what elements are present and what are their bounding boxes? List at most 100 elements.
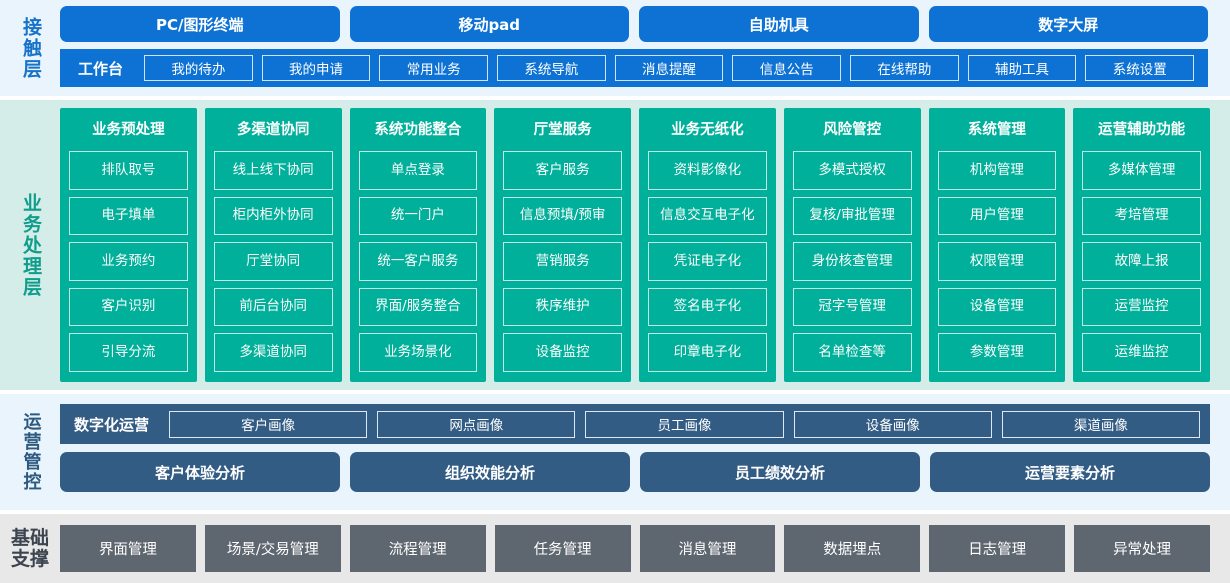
workbench-title: 工作台 xyxy=(78,59,124,78)
column-title: 风险管控 xyxy=(823,122,882,138)
business-layer: 业务处理层 业务预处理 排队取号 电子填单 业务预约 客户识别 引导分流 多渠道… xyxy=(0,100,1230,390)
business-item[interactable]: 引导分流 xyxy=(69,333,188,372)
business-item[interactable]: 信息交互电子化 xyxy=(648,196,767,236)
business-column-multichannel: 多渠道协同 线上线下协同 柜内柜外协同 厅堂协同 前后台协同 多渠道协同 xyxy=(204,108,342,382)
column-title: 厅堂服务 xyxy=(533,122,592,138)
business-column-paperless: 业务无纸化 资料影像化 信息交互电子化 凭证电子化 签名电子化 印章电子化 xyxy=(639,108,776,382)
analysis-row: 客户体验分析 组织效能分析 员工绩效分析 运营要素分析 xyxy=(60,452,1210,492)
portrait-employee[interactable]: 员工画像 xyxy=(585,410,784,438)
business-item[interactable]: 签名电子化 xyxy=(648,287,767,327)
analysis-org-efficiency[interactable]: 组织效能分析 xyxy=(350,452,630,492)
foundation-layer: 基础支撑 界面管理 场景/交易管理 流程管理 任务管理 消息管理 数据埋点 日志… xyxy=(0,514,1230,583)
business-item[interactable]: 考培管理 xyxy=(1082,196,1201,236)
channel-mobile-pad[interactable]: 移动pad xyxy=(349,6,629,42)
portrait-device[interactable]: 设备画像 xyxy=(793,410,992,438)
workbench-bar: 工作台 我的待办 我的申请 常用业务 系统导航 消息提醒 信息公告 在线帮助 辅… xyxy=(60,49,1208,87)
business-item[interactable]: 客户服务 xyxy=(503,151,622,190)
business-item[interactable]: 多模式授权 xyxy=(792,151,912,190)
business-item[interactable]: 机构管理 xyxy=(937,151,1057,190)
foundation-layer-body: 界面管理 场景/交易管理 流程管理 任务管理 消息管理 数据埋点 日志管理 异常… xyxy=(60,514,1230,583)
business-item[interactable]: 统一客户服务 xyxy=(358,242,478,281)
business-item[interactable]: 信息预填/预审 xyxy=(503,196,622,236)
column-title: 系统功能整合 xyxy=(374,122,462,138)
business-item[interactable]: 界面/服务整合 xyxy=(358,287,478,327)
analysis-employee-performance[interactable]: 员工绩效分析 xyxy=(640,452,920,492)
column-title: 业务无纸化 xyxy=(671,122,744,138)
channel-digital-screen[interactable]: 数字大屏 xyxy=(928,6,1208,42)
business-item[interactable]: 复核/审批管理 xyxy=(792,196,912,236)
operations-layer-body: 数字化运营 客户画像 网点画像 员工画像 设备画像 渠道画像 客户体验分析 组织… xyxy=(60,394,1230,510)
business-layer-side-label: 业务处理层 xyxy=(0,100,60,390)
workbench-item-my-application[interactable]: 我的申请 xyxy=(261,55,371,81)
business-item[interactable]: 业务预约 xyxy=(69,242,188,281)
business-item[interactable]: 客户识别 xyxy=(69,287,188,327)
business-layer-body: 业务预处理 排队取号 电子填单 业务预约 客户识别 引导分流 多渠道协同 线上线… xyxy=(60,100,1230,390)
workbench-item-system-settings[interactable]: 系统设置 xyxy=(1085,55,1195,81)
portrait-customer[interactable]: 客户画像 xyxy=(169,410,368,438)
foundation-item-process-management[interactable]: 流程管理 xyxy=(349,525,486,572)
business-item[interactable]: 资料影像化 xyxy=(648,151,767,190)
business-column-risk-control: 风险管控 多模式授权 复核/审批管理 身份核查管理 冠字号管理 名单检查等 xyxy=(783,108,921,382)
channel-row: PC/图形终端 移动pad 自助机具 数字大屏 xyxy=(60,6,1208,42)
channel-self-service[interactable]: 自助机具 xyxy=(639,6,919,42)
foundation-item-scenario-transaction[interactable]: 场景/交易管理 xyxy=(204,525,341,572)
channel-pc[interactable]: PC/图形终端 xyxy=(60,6,340,42)
workbench-item-message-alert[interactable]: 消息提醒 xyxy=(614,55,724,81)
business-item[interactable]: 电子填单 xyxy=(69,196,188,236)
contact-layer-label-text: 接触层 xyxy=(19,16,42,80)
workbench-item-system-nav[interactable]: 系统导航 xyxy=(497,55,606,81)
business-item[interactable]: 故障上报 xyxy=(1082,242,1201,281)
business-column-system-integration: 系统功能整合 单点登录 统一门户 统一客户服务 界面/服务整合 业务场景化 xyxy=(349,108,487,382)
contact-layer: 接触层 PC/图形终端 移动pad 自助机具 数字大屏 工作台 我的待办 我的申… xyxy=(0,0,1230,96)
business-item[interactable]: 身份核查管理 xyxy=(792,242,912,281)
portrait-branch[interactable]: 网点画像 xyxy=(377,410,576,438)
business-item[interactable]: 参数管理 xyxy=(937,333,1057,372)
column-title: 多渠道协同 xyxy=(236,122,310,138)
business-item[interactable]: 设备管理 xyxy=(937,287,1057,327)
analysis-operation-factors[interactable]: 运营要素分析 xyxy=(930,452,1210,492)
business-item[interactable]: 业务场景化 xyxy=(358,333,478,372)
business-item[interactable]: 排队取号 xyxy=(69,151,188,190)
business-item[interactable]: 柜内柜外协同 xyxy=(213,196,333,236)
business-item[interactable]: 权限管理 xyxy=(937,242,1057,281)
business-item[interactable]: 秩序维护 xyxy=(503,287,622,327)
business-item[interactable]: 名单检查等 xyxy=(792,333,912,372)
business-item[interactable]: 运营监控 xyxy=(1082,287,1201,327)
business-item[interactable]: 营销服务 xyxy=(503,242,622,281)
digital-operations-title: 数字化运营 xyxy=(74,415,150,434)
business-item[interactable]: 多媒体管理 xyxy=(1082,151,1201,190)
workbench-item-aux-tools[interactable]: 辅助工具 xyxy=(967,55,1077,81)
foundation-layer-side-label: 基础支撑 xyxy=(0,514,60,583)
foundation-item-ui-management[interactable]: 界面管理 xyxy=(60,525,196,572)
column-title: 系统管理 xyxy=(967,122,1026,138)
workbench-item-announcement[interactable]: 信息公告 xyxy=(732,55,842,81)
foundation-item-task-management[interactable]: 任务管理 xyxy=(494,525,631,572)
workbench-item-my-todo[interactable]: 我的待办 xyxy=(144,55,253,81)
analysis-customer-experience[interactable]: 客户体验分析 xyxy=(60,452,340,492)
foundation-item-data-tracking[interactable]: 数据埋点 xyxy=(784,525,921,572)
foundation-layer-label-text: 基础支撑 xyxy=(10,526,49,570)
business-item[interactable]: 单点登录 xyxy=(358,151,478,190)
business-item[interactable]: 凭证电子化 xyxy=(648,242,767,281)
foundation-item-exception-handling[interactable]: 异常处理 xyxy=(1074,525,1210,572)
business-item[interactable]: 印章电子化 xyxy=(648,333,767,372)
portrait-channel[interactable]: 渠道画像 xyxy=(1001,410,1201,438)
business-column-system-management: 系统管理 机构管理 用户管理 权限管理 设备管理 参数管理 xyxy=(928,108,1066,382)
business-item[interactable]: 多渠道协同 xyxy=(213,333,333,372)
workbench-item-online-help[interactable]: 在线帮助 xyxy=(850,55,959,81)
operations-layer-side-label: 运营管控 xyxy=(0,394,60,510)
digital-operations-bar: 数字化运营 客户画像 网点画像 员工画像 设备画像 渠道画像 xyxy=(60,404,1210,444)
business-item[interactable]: 前后台协同 xyxy=(213,287,333,327)
business-item[interactable]: 厅堂协同 xyxy=(213,242,333,281)
business-item[interactable]: 统一门户 xyxy=(358,196,478,236)
workbench-item-common-business[interactable]: 常用业务 xyxy=(379,55,489,81)
foundation-item-log-management[interactable]: 日志管理 xyxy=(929,525,1066,572)
business-item[interactable]: 用户管理 xyxy=(937,196,1057,236)
foundation-item-message-management[interactable]: 消息管理 xyxy=(639,525,776,572)
business-column-lobby-service: 厅堂服务 客户服务 信息预填/预审 营销服务 秩序维护 设备监控 xyxy=(494,108,631,382)
column-title: 运营辅助功能 xyxy=(1098,122,1186,138)
business-item[interactable]: 线上线下协同 xyxy=(213,151,333,190)
business-item[interactable]: 运维监控 xyxy=(1082,333,1201,372)
business-item[interactable]: 冠字号管理 xyxy=(792,287,912,327)
business-item[interactable]: 设备监控 xyxy=(503,333,622,372)
